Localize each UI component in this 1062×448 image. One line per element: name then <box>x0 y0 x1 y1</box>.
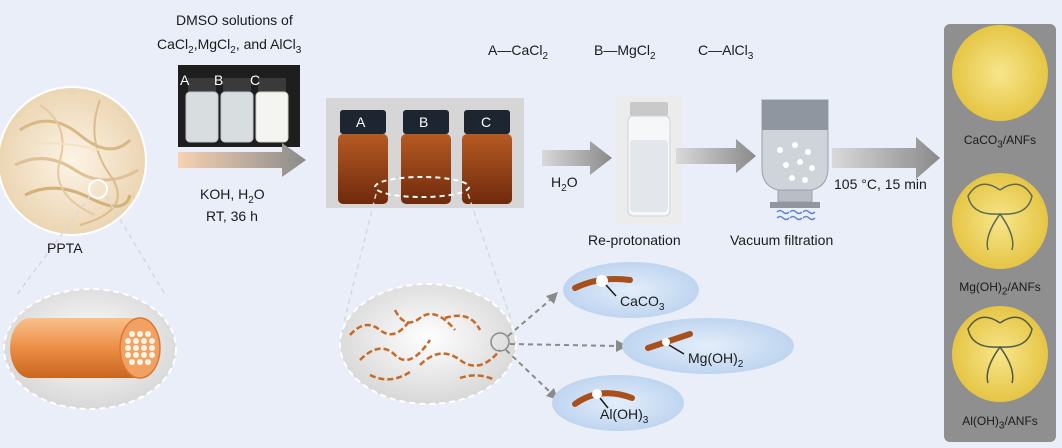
butterfly-al <box>967 316 1033 384</box>
dmso-title-line1: DMSO solutions of <box>176 12 293 28</box>
arrow-step-1 <box>178 143 306 177</box>
legend-b: B—MgCl2 <box>594 42 656 62</box>
vacuum-filtration-label: Vacuum filtration <box>730 232 834 248</box>
vial-small-a: A <box>180 72 190 88</box>
zoom-line-left-2 <box>343 193 377 323</box>
legend-a: A—CaCl2 <box>488 42 549 62</box>
arrow-step-3 <box>676 139 756 173</box>
film-aloh3 <box>952 306 1048 402</box>
vial-small-b: B <box>214 72 224 88</box>
film-mgoh2 <box>952 173 1048 269</box>
step1-line2: RT, 36 h <box>206 208 258 224</box>
fiber-cross-section <box>125 331 155 365</box>
arrowhead-1 <box>546 292 558 304</box>
step3-label: 105 °C, 15 min <box>834 176 927 192</box>
step1-line1: KOH, H2O <box>200 186 265 206</box>
film-caco3 <box>952 25 1048 121</box>
nanofiber-ellipse <box>339 283 517 405</box>
arrow-step-4 <box>832 137 940 179</box>
arrow-step-2 <box>542 141 612 175</box>
reprotonation-label: Re-protonation <box>588 232 681 248</box>
ppta-photo <box>0 86 147 236</box>
caco3-label: CaCO3 <box>620 293 665 313</box>
aloh3-label: Al(OH)3 <box>600 406 649 426</box>
nanofiber-zoom-circle <box>490 332 510 352</box>
zoom-line-left <box>15 195 91 297</box>
amber-vials-photo <box>326 98 524 208</box>
zoom-circle <box>88 179 108 199</box>
aloh3-ellipse <box>552 375 684 431</box>
vacuum-waves <box>776 209 816 221</box>
mgoh2-ellipse <box>622 318 794 374</box>
butterfly-mg <box>967 183 1033 251</box>
caco3-ellipse <box>563 262 699 318</box>
zoom-ellipse-vials <box>374 176 470 198</box>
vacuum-funnel <box>761 99 829 221</box>
fiber-zoom-ellipse <box>3 288 177 410</box>
zoom-line-right <box>105 195 167 297</box>
film-panel <box>944 24 1056 442</box>
small-vials-photo <box>178 65 300 147</box>
reprotonation-photo <box>616 96 682 224</box>
vial-large-b: B <box>419 114 429 130</box>
vial-small-c: C <box>250 72 261 88</box>
legend-c: C—AlCl3 <box>698 42 754 62</box>
step2-label: H2O <box>551 174 578 194</box>
film2-label: Mg(OH)2/ANFs <box>959 280 1041 298</box>
zoom-line-right-2 <box>467 193 513 323</box>
film3-label: Al(OH)3/ANFs <box>962 414 1038 432</box>
vial-large-c: C <box>481 114 492 130</box>
product-arrows <box>505 299 619 393</box>
mgoh2-label: Mg(OH)2 <box>688 350 744 370</box>
ppta-label: PPTA <box>47 240 83 256</box>
film1-label: CaCO3/ANFs <box>963 133 1037 151</box>
dmso-title-line2: CaCl2,MgCl2, and AlCl3 <box>157 36 302 56</box>
vial-large-a: A <box>356 114 366 130</box>
